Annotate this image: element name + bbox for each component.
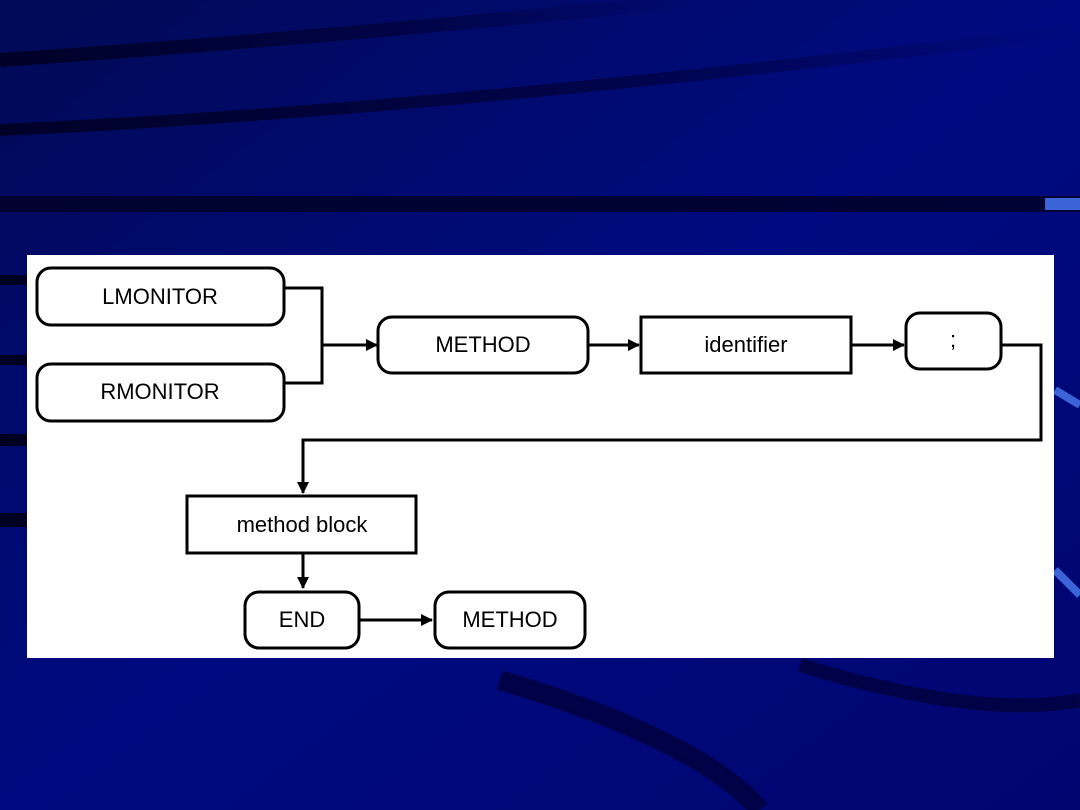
node-method-block: method block [185,494,418,555]
node-identifier-label: identifier [704,332,787,357]
node-semicolon-label: ; [950,327,956,352]
connector-loop-back [297,343,1043,494]
node-rmonitor-label: RMONITOR [100,379,219,404]
node-lmonitor-label: LMONITOR [102,284,218,309]
node-rmonitor: RMONITOR [35,362,286,423]
connector-lmonitor [284,286,324,345]
diagram-panel: LMONITOR RMONITOR METHOD identifier ; me… [27,255,1054,658]
node-semicolon: ; [904,311,1003,371]
node-end: END [243,590,361,650]
connector-rmonitor [284,345,324,385]
node-method-end: METHOD [433,590,587,650]
node-lmonitor: LMONITOR [35,266,286,327]
connectors [284,286,1043,626]
node-method-block-label: method block [237,512,369,537]
node-method-label: METHOD [435,332,530,357]
node-method: METHOD [376,315,590,375]
node-method-end-label: METHOD [462,607,557,632]
node-end-label: END [279,607,325,632]
node-identifier: identifier [639,315,853,375]
syntax-diagram: LMONITOR RMONITOR METHOD identifier ; me… [35,266,1043,650]
